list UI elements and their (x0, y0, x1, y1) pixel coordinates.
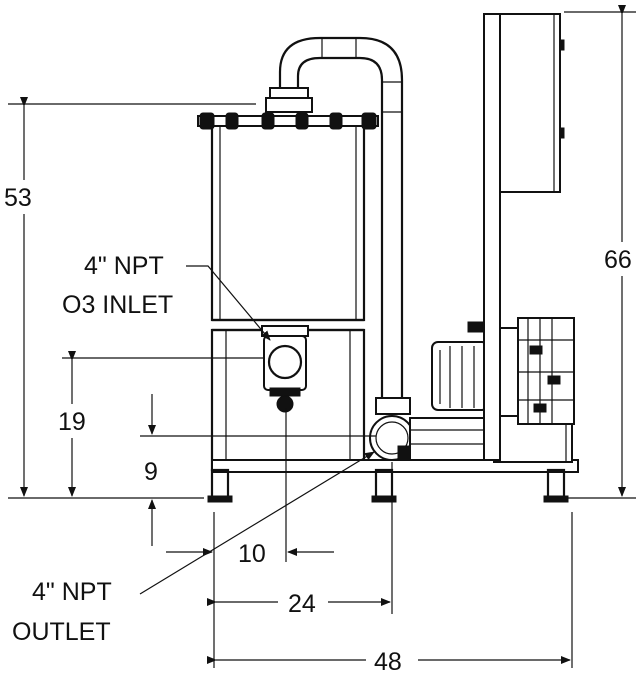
dimension-19: 19 (58, 408, 86, 436)
dimension-48: 48 (374, 648, 402, 674)
control-panel (483, 13, 565, 461)
blower-motor (431, 317, 575, 425)
inlet-callout-line1: 4" NPT (84, 252, 164, 280)
dimension-53: 53 (4, 184, 32, 212)
outlet-callout-line2: OUTLET (12, 618, 111, 646)
dimension-9: 9 (144, 458, 158, 486)
inlet-callout-line2: O3 INLET (62, 291, 173, 319)
contact-tank (197, 112, 379, 332)
dimension-66: 66 (604, 246, 632, 274)
outlet-callout-line1: 4" NPT (32, 578, 112, 606)
dimension-10: 10 (238, 540, 266, 568)
gooseneck-pipe (265, 36, 404, 398)
equipment (197, 13, 579, 503)
dimension-24: 24 (288, 590, 316, 618)
